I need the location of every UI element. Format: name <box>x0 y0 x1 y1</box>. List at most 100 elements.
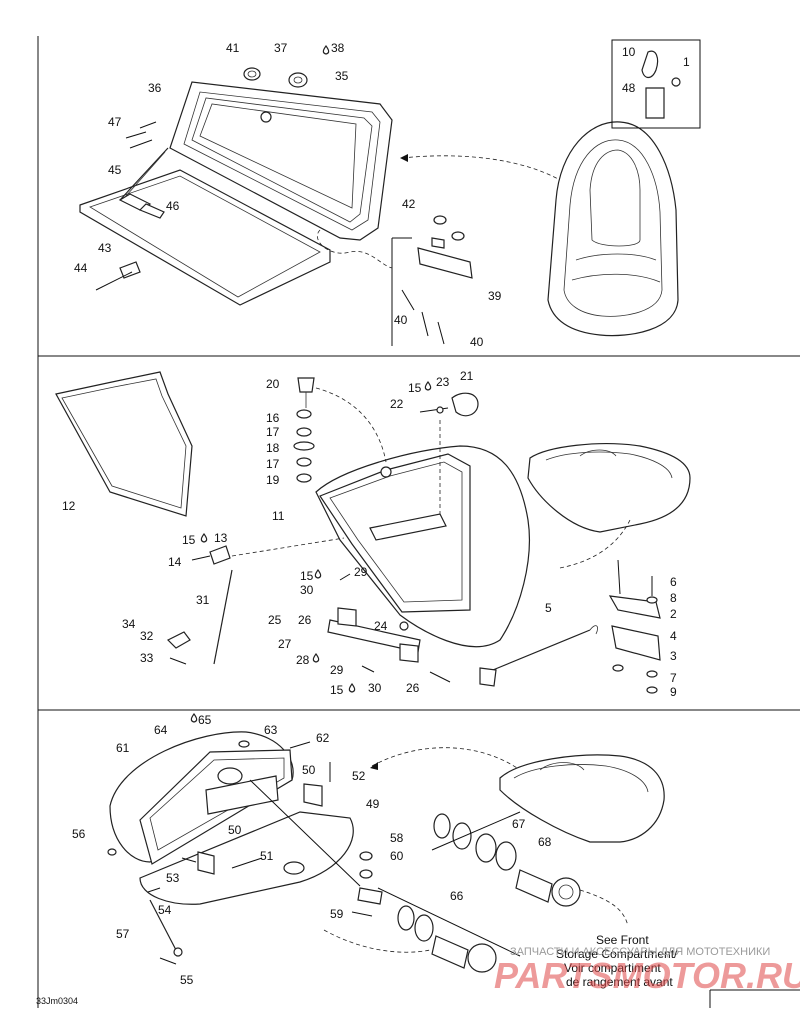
callout-60: 60 <box>390 849 404 863</box>
callout-14: 14 <box>168 555 182 569</box>
callout-2: 2 <box>670 607 677 621</box>
figure-code: 33Jm0304 <box>36 996 78 1006</box>
callout-31: 31 <box>196 593 210 607</box>
callout-16: 16 <box>266 411 280 425</box>
watercraft-side-view <box>527 443 691 533</box>
callout-54: 54 <box>158 903 172 917</box>
callout-15a: 15 <box>408 381 422 395</box>
watermark: ЗАПЧАСТИ И АКСЕССУАРЫ ДЛЯ МОТОТЕХНИКИ PA… <box>494 946 800 996</box>
panel-frame <box>37 36 800 1008</box>
callout-7: 7 <box>670 671 677 685</box>
callout-57: 57 <box>116 927 130 941</box>
callout-1: 1 <box>683 55 690 69</box>
callout-43: 43 <box>98 241 112 255</box>
callout-52: 52 <box>352 769 366 783</box>
callout-8: 8 <box>670 591 677 605</box>
callout-13: 13 <box>214 531 228 545</box>
callout-45: 45 <box>108 163 122 177</box>
callout-61: 61 <box>116 741 130 755</box>
callout-33: 33 <box>140 651 154 665</box>
callout-41: 41 <box>226 41 240 55</box>
callout-22: 22 <box>390 397 404 411</box>
callout-51: 51 <box>260 849 274 863</box>
callout-39: 39 <box>488 289 502 303</box>
callout-63: 63 <box>264 723 278 737</box>
note-line-1: See Front <box>596 933 649 947</box>
callout-38: 38 <box>331 41 345 55</box>
callout-15c: 15 <box>300 569 314 583</box>
callout-40b: 40 <box>470 335 484 349</box>
callout-56: 56 <box>72 827 86 841</box>
callout-19: 19 <box>266 473 280 487</box>
callout-55: 55 <box>180 973 194 987</box>
callout-48: 48 <box>622 81 636 95</box>
callout-12: 12 <box>62 499 76 513</box>
watercraft-side-view-2 <box>499 754 665 843</box>
callout-3: 3 <box>670 649 677 663</box>
callout-18: 18 <box>266 441 280 455</box>
section-top <box>79 39 701 346</box>
callout-29b: 29 <box>330 663 344 677</box>
watermark-tagline: ЗАПЧАСТИ И АКСЕССУАРЫ ДЛЯ МОТОТЕХНИКИ <box>510 946 770 958</box>
callout-42: 42 <box>402 197 416 211</box>
note-line-3: Voir compartiment <box>564 961 661 975</box>
callout-46: 46 <box>166 199 180 213</box>
callout-29a: 29 <box>354 565 368 579</box>
callout-10: 10 <box>622 45 636 59</box>
callout-68: 68 <box>538 835 552 849</box>
callout-28: 28 <box>296 653 310 667</box>
callout-58: 58 <box>390 831 404 845</box>
section-middle <box>55 371 691 694</box>
callout-35: 35 <box>335 69 349 83</box>
callout-15b: 15 <box>182 533 196 547</box>
callout-20: 20 <box>266 377 280 391</box>
callout-32: 32 <box>140 629 154 643</box>
callout-34: 34 <box>122 617 136 631</box>
callout-26b: 26 <box>406 681 420 695</box>
callout-50a: 50 <box>302 763 316 777</box>
callout-4: 4 <box>670 629 677 643</box>
detail-box-clip <box>611 39 701 129</box>
note-line-2: Storage Compartment/ <box>556 947 678 961</box>
callout-50b: 50 <box>228 823 242 837</box>
callout-59: 59 <box>330 907 344 921</box>
callout-15d: 15 <box>330 683 344 697</box>
callout-47: 47 <box>108 115 122 129</box>
callout-36: 36 <box>148 81 162 95</box>
callout-30b: 30 <box>368 681 382 695</box>
callout-24: 24 <box>374 619 388 633</box>
callout-25: 25 <box>268 613 282 627</box>
callout-67: 67 <box>512 817 526 831</box>
grommet-41 <box>243 67 261 81</box>
callout-23: 23 <box>436 375 450 389</box>
callout-62: 62 <box>316 731 330 745</box>
watercraft-top-view <box>547 121 679 337</box>
callout-44: 44 <box>74 261 88 275</box>
callout-26a: 26 <box>298 613 312 627</box>
callout-11: 11 <box>272 509 285 523</box>
drop-markers <box>190 44 432 723</box>
callout-17b: 17 <box>266 457 280 471</box>
seal-12 <box>55 371 193 517</box>
callout-65: 65 <box>198 713 212 727</box>
grommet-37 <box>288 72 308 88</box>
reference-note: See Front Storage Compartment/ Voir comp… <box>556 933 678 989</box>
callout-17a: 17 <box>266 425 280 439</box>
callout-53: 53 <box>166 871 180 885</box>
section-bottom <box>107 731 665 973</box>
callout-37: 37 <box>274 41 288 55</box>
callout-27: 27 <box>278 637 292 651</box>
callout-40a: 40 <box>394 313 408 327</box>
callout-5: 5 <box>545 601 552 615</box>
callout-30a: 30 <box>300 583 314 597</box>
tray-49 <box>139 811 354 905</box>
callout-labels: 41 37 38 35 36 47 45 46 43 44 42 39 40 4… <box>62 41 690 987</box>
bracket-39 <box>417 247 473 279</box>
callout-21: 21 <box>460 369 474 383</box>
watermark-logo: PARTSMOTOR.RU <box>494 955 800 996</box>
note-line-4: de rangement avant <box>566 975 673 989</box>
callout-66: 66 <box>450 889 464 903</box>
callout-49: 49 <box>366 797 380 811</box>
callout-64: 64 <box>154 723 168 737</box>
